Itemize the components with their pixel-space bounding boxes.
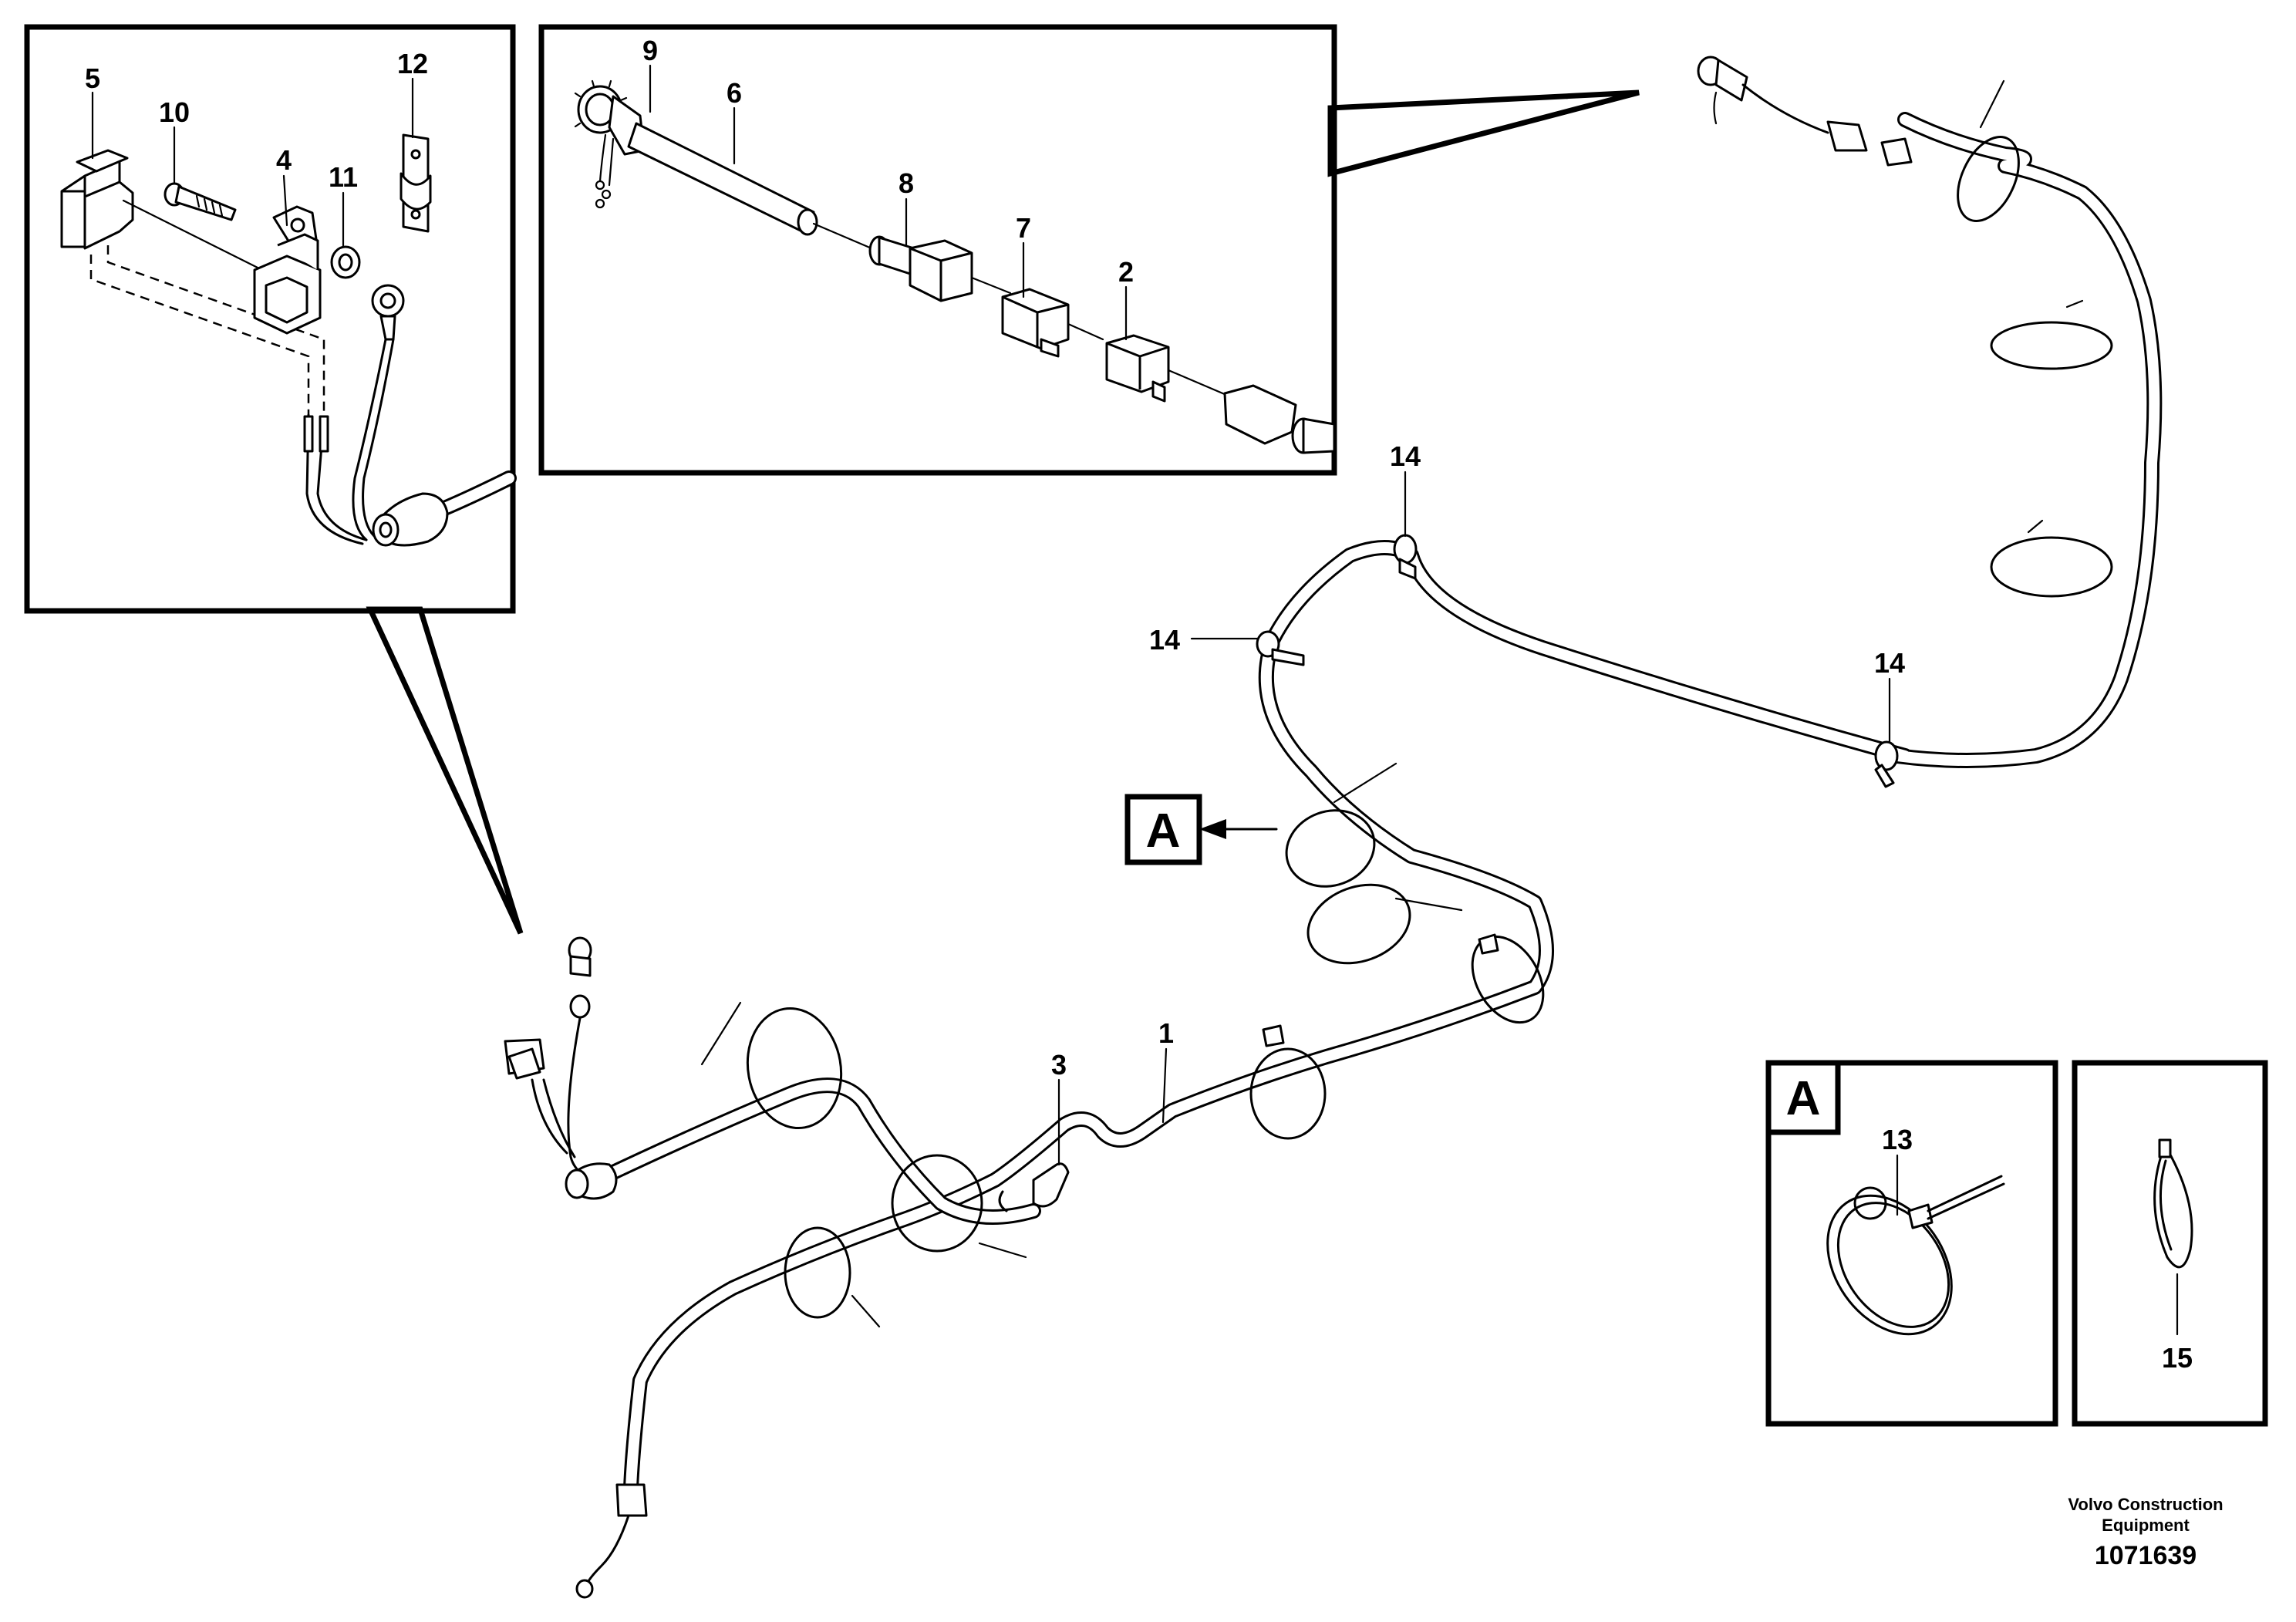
harness-end-with-sleeve xyxy=(372,470,517,547)
housing-part-8 xyxy=(868,235,1012,302)
leader-1 xyxy=(1161,1047,1168,1124)
cable-tie-middle xyxy=(1249,1024,1327,1140)
footer: Volvo Construction Equipment 1071639 xyxy=(2068,1495,2223,1570)
cable-tie-left-3 xyxy=(784,1226,881,1328)
leader-5-to-4 xyxy=(122,199,264,271)
cable-tie-part-15 xyxy=(2153,1138,2193,1269)
cable-tie-part-13 xyxy=(1826,1175,2005,1336)
detail-15-box xyxy=(2072,1060,2268,1427)
label-14-top: 14 xyxy=(1390,440,1421,472)
harness-top-connector xyxy=(1697,56,1913,167)
inset-frame-top xyxy=(538,24,1337,476)
label-11: 11 xyxy=(329,161,358,193)
detail-a-arrow xyxy=(1199,819,1226,839)
detail-a-box: A xyxy=(1765,1060,2058,1427)
inset-ground-detail xyxy=(24,24,524,935)
alignment-line-2 xyxy=(106,245,325,416)
joint-sleeve-part-3 xyxy=(998,1162,1070,1212)
round-connector-part-9 xyxy=(574,79,646,209)
cable-tie-left-2 xyxy=(891,1154,1027,1259)
footer-company-line2: Equipment xyxy=(2102,1516,2190,1535)
harness-ground-end xyxy=(504,936,618,1200)
leader-4 xyxy=(282,174,288,227)
label-15: 15 xyxy=(2162,1342,2193,1374)
footer-company-line1: Volvo Construction xyxy=(2068,1495,2223,1514)
inset-frame-left xyxy=(24,24,516,614)
leader-lines xyxy=(91,64,2179,1336)
strap-clip-part-12 xyxy=(400,133,432,233)
clip-14-c xyxy=(1874,740,1899,788)
cable-tie-right-top xyxy=(1957,79,2020,222)
footer-drawing-number: 1071639 xyxy=(2095,1541,2197,1570)
label-5: 5 xyxy=(85,62,100,94)
nut-part-11 xyxy=(330,245,361,279)
bracket-part-4 xyxy=(253,205,322,335)
detail-a-marker: A xyxy=(1124,794,1278,865)
plug-part-7 xyxy=(1001,288,1104,358)
cable-part-6 xyxy=(627,122,873,250)
cable-tie-detail-a-2 xyxy=(1306,883,1463,965)
inset-pointer-left xyxy=(366,606,524,935)
connector-block-part-5 xyxy=(60,149,134,250)
label-1: 1 xyxy=(1158,1017,1174,1049)
harness-bottom-end xyxy=(575,1483,648,1599)
label-14-right: 14 xyxy=(1874,647,1905,679)
detail-a-marker-letter: A xyxy=(1146,804,1181,858)
inset-connector-detail xyxy=(538,24,1640,476)
cable-tie-right-mid1 xyxy=(1990,299,2113,370)
label-4: 4 xyxy=(276,144,292,176)
cable-tie-right-mid2 xyxy=(1990,519,2113,598)
label-3: 3 xyxy=(1051,1049,1067,1081)
ring-terminal-cable xyxy=(303,284,405,545)
bolt-part-10 xyxy=(164,182,237,221)
label-13: 13 xyxy=(1882,1124,1913,1155)
label-8: 8 xyxy=(899,167,914,199)
label-6: 6 xyxy=(727,77,742,109)
label-14-left: 14 xyxy=(1149,624,1180,656)
label-7: 7 xyxy=(1016,212,1031,244)
inset-pointer-top xyxy=(1327,89,1640,177)
socket-part-2 xyxy=(1105,334,1228,403)
cable-end-sleeve xyxy=(1223,384,1336,454)
cable-tie-detail-a-1 xyxy=(1285,762,1397,888)
label-10: 10 xyxy=(159,96,190,128)
label-9: 9 xyxy=(642,35,658,66)
label-2: 2 xyxy=(1118,256,1134,288)
cable-tie-right-end xyxy=(1471,933,1545,1024)
alignment-line-1 xyxy=(89,255,310,415)
clip-14-a xyxy=(1393,534,1418,580)
part-labels: 5 10 4 11 12 9 6 8 7 2 14 14 14 1 3 13 1… xyxy=(85,35,2193,1374)
main-harness xyxy=(504,56,2163,1599)
label-12: 12 xyxy=(397,48,428,79)
detail-a-box-letter: A xyxy=(1786,1072,1821,1125)
cable-tie-left-1 xyxy=(700,1001,843,1130)
clip-14-b xyxy=(1256,630,1305,666)
